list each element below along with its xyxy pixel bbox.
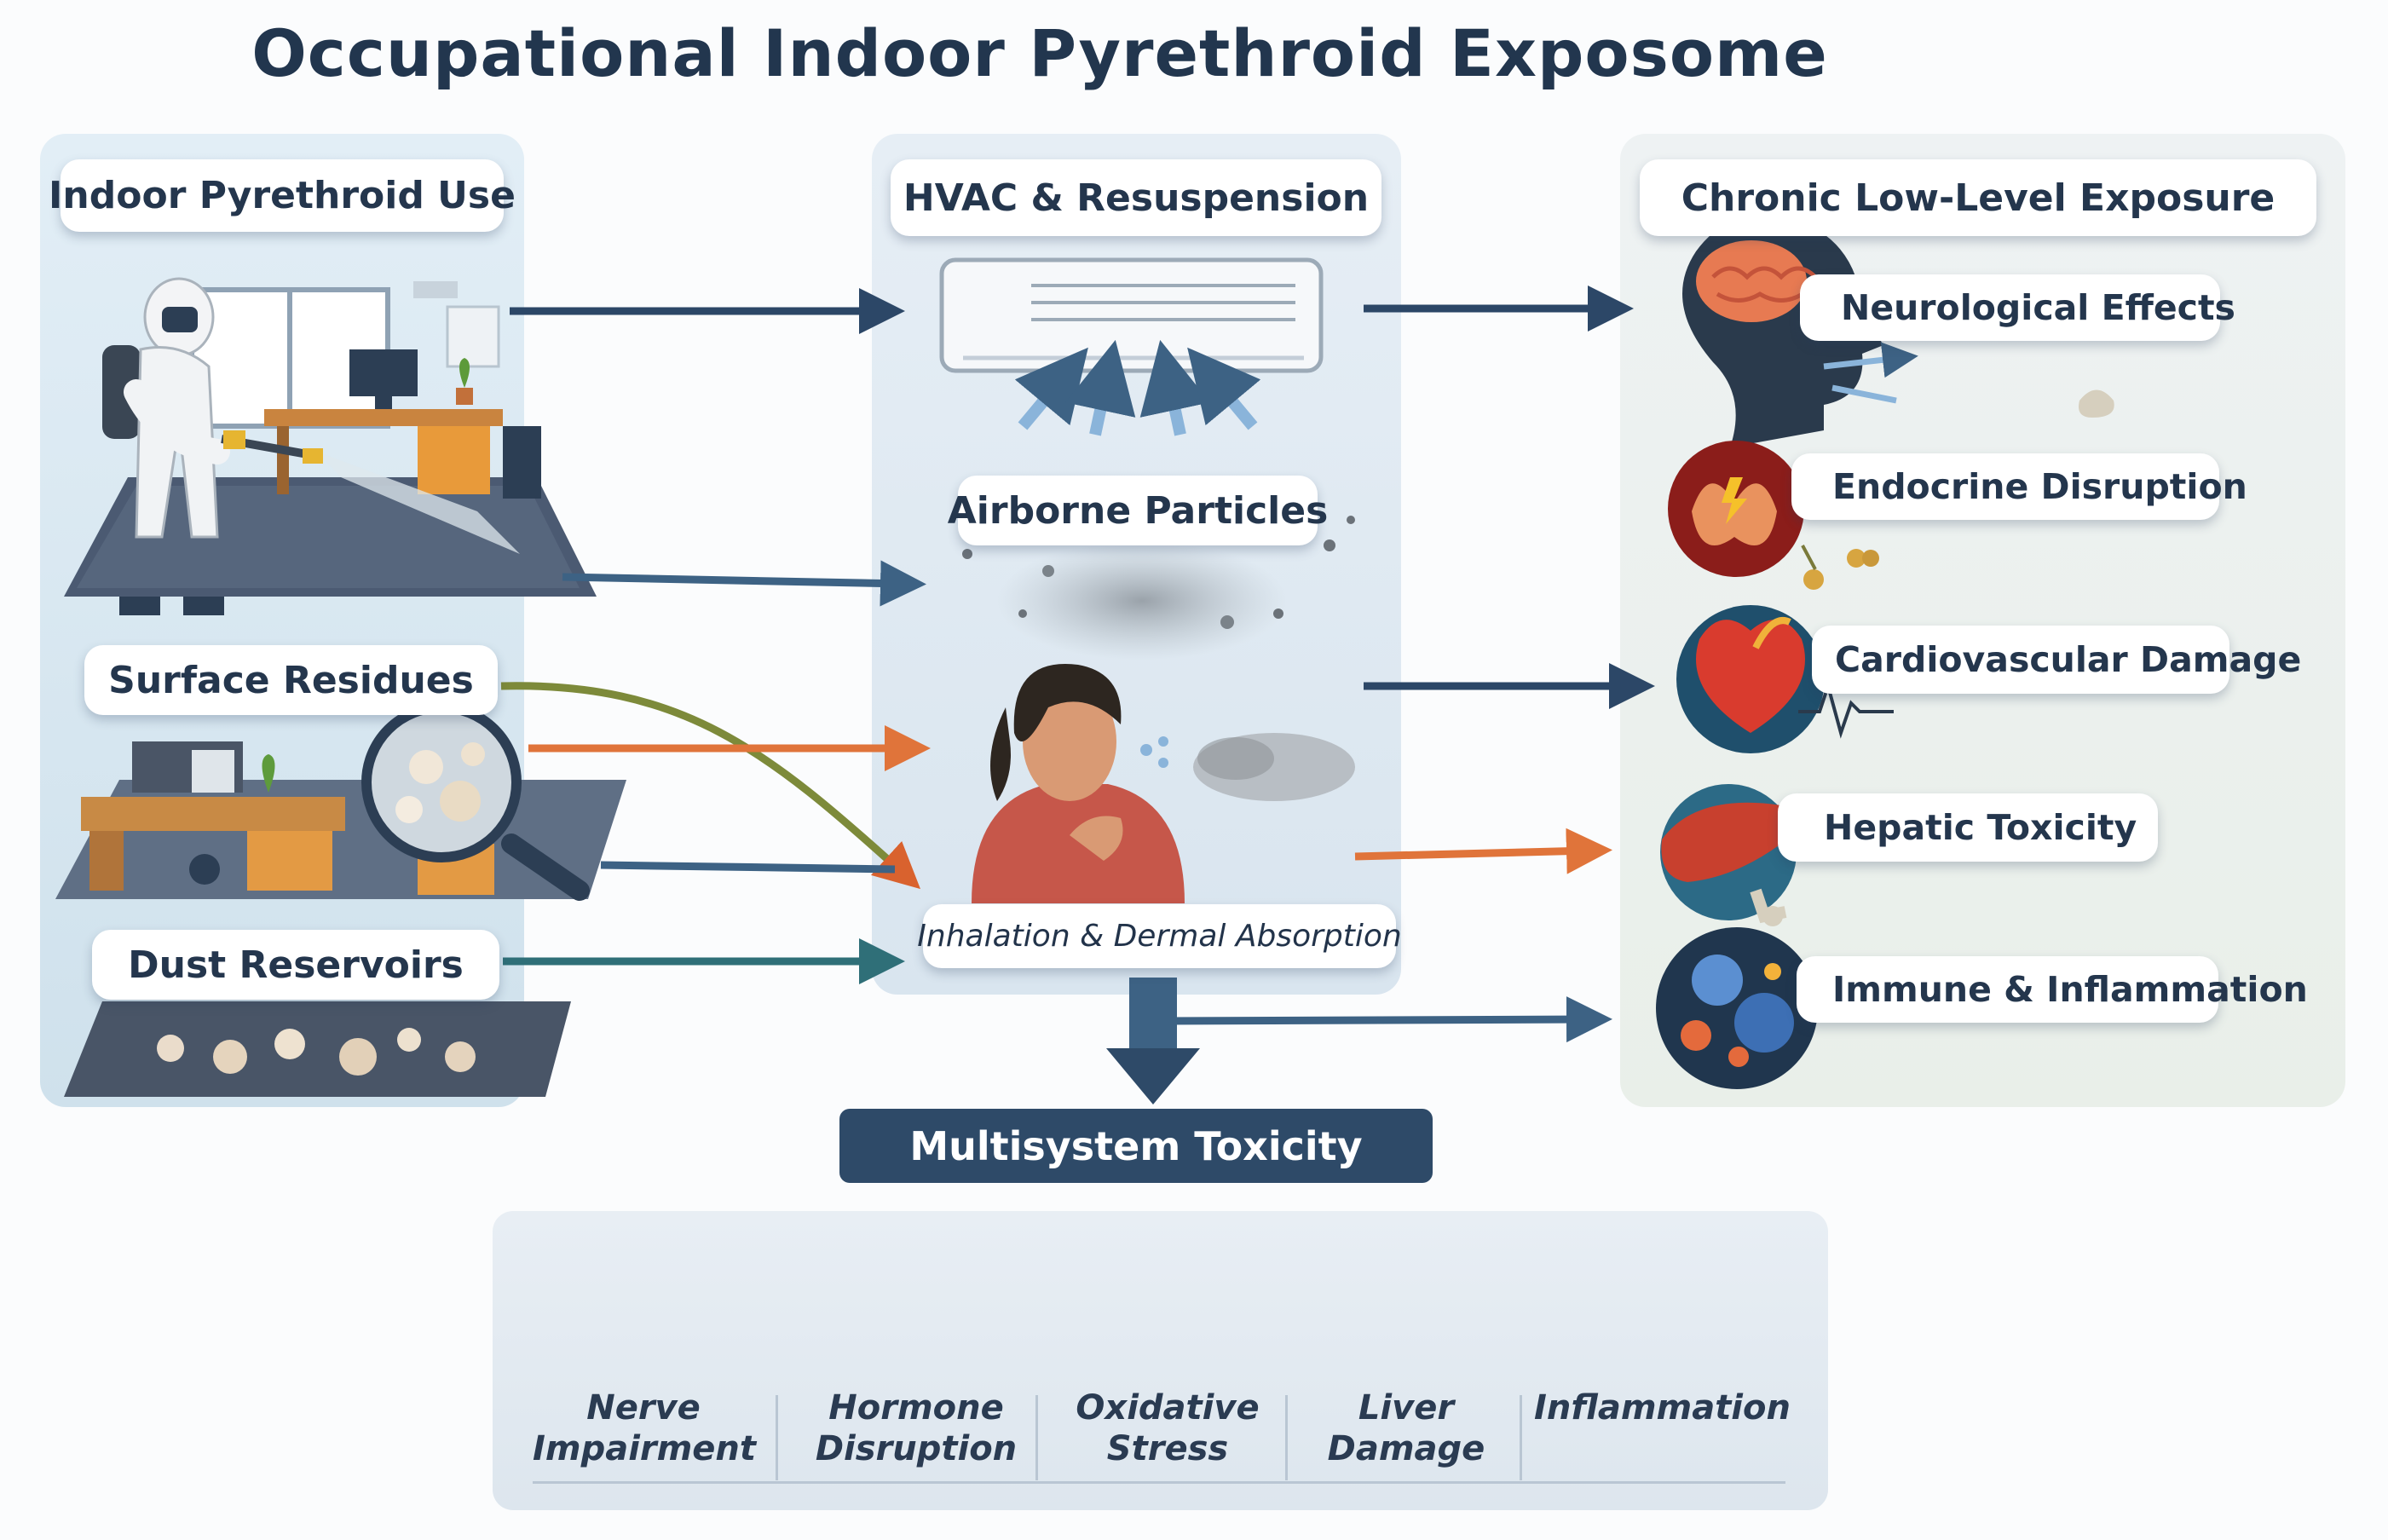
outcome-line: Stress <box>1106 1429 1229 1468</box>
outcome-line: Disruption <box>815 1429 1018 1468</box>
label-inhalation-dermal: Inhalation & Dermal Absorption <box>917 904 1402 968</box>
outcome-line: Nerve <box>586 1388 701 1428</box>
airborne-dust-cloud <box>962 516 1355 660</box>
outcome-inflammation: Inflammation <box>1534 1387 1791 1428</box>
outcome-nerve-impairment: Nerve Impairment <box>533 1387 757 1469</box>
label-dust-reservoirs: Dust Reservoirs <box>92 930 499 1000</box>
spraying-worker-illustration <box>64 277 597 615</box>
diagram-title: Occupational Indoor Pyrethroid Exposome <box>251 15 1828 91</box>
outcome-line: Impairment <box>533 1429 757 1468</box>
toxicity-outcomes-panel <box>493 1211 1828 1510</box>
bottom-baseline <box>533 1481 1785 1484</box>
outcome-liver-damage: Liver Damage <box>1304 1387 1508 1469</box>
air-conditioner-icon <box>939 257 1324 436</box>
head-brain-icon <box>1682 214 2114 448</box>
arrow-surface-to-absorption <box>500 682 921 890</box>
effect-cardiovascular: Cardiovascular Damage <box>1812 626 2301 694</box>
arrow-office-to-absorption <box>600 861 896 874</box>
multisystem-toxicity-banner: Multisystem Toxicity <box>839 1109 1433 1183</box>
thyroid-icon <box>1668 441 1879 590</box>
immune-cells-icon <box>1656 927 1818 1089</box>
label-surface-residues: Surface Residues <box>84 645 498 715</box>
divider <box>1520 1395 1522 1480</box>
outcome-line: Hormone <box>828 1388 1004 1428</box>
office-residue-illustration <box>55 702 626 901</box>
down-arrow-to-toxicity <box>1106 978 1200 1105</box>
label-indoor-pyrethroid-use: Indoor Pyrethroid Use <box>49 159 516 232</box>
outcome-line: Damage <box>1327 1429 1485 1468</box>
label-hvac-resuspension: HVAC & Resuspension <box>891 159 1381 236</box>
arrow-use-to-airborne <box>562 560 926 607</box>
heart-icon <box>1676 605 1894 753</box>
divider <box>776 1395 778 1480</box>
dust-floor-illustration <box>64 1001 571 1097</box>
liver-icon <box>1660 784 1797 926</box>
label-airborne-particles: Airborne Particles <box>948 476 1328 545</box>
arrow-to-immune <box>1162 996 1612 1043</box>
outcome-hormone-disruption: Hormone Disruption <box>797 1387 1035 1469</box>
outcome-line: Oxidative <box>1076 1388 1260 1428</box>
label-chronic-exposure: Chronic Low-Level Exposure <box>1640 159 2316 236</box>
effect-immune: Immune & Inflammation <box>1797 956 2308 1023</box>
woman-inhaling-illustration <box>972 664 1355 903</box>
effect-endocrine: Endocrine Disruption <box>1791 453 2247 520</box>
divider <box>1285 1395 1288 1480</box>
arrow-to-hepatic <box>1354 828 1612 874</box>
effect-neurological: Neurological Effects <box>1800 274 2235 341</box>
outcome-line: Liver <box>1358 1388 1455 1428</box>
outcome-oxidative-stress: Oxidative Stress <box>1053 1387 1283 1469</box>
divider <box>1035 1395 1038 1480</box>
effect-hepatic: Hepatic Toxicity <box>1778 793 2158 862</box>
outcome-line: Inflammation <box>1534 1388 1791 1428</box>
